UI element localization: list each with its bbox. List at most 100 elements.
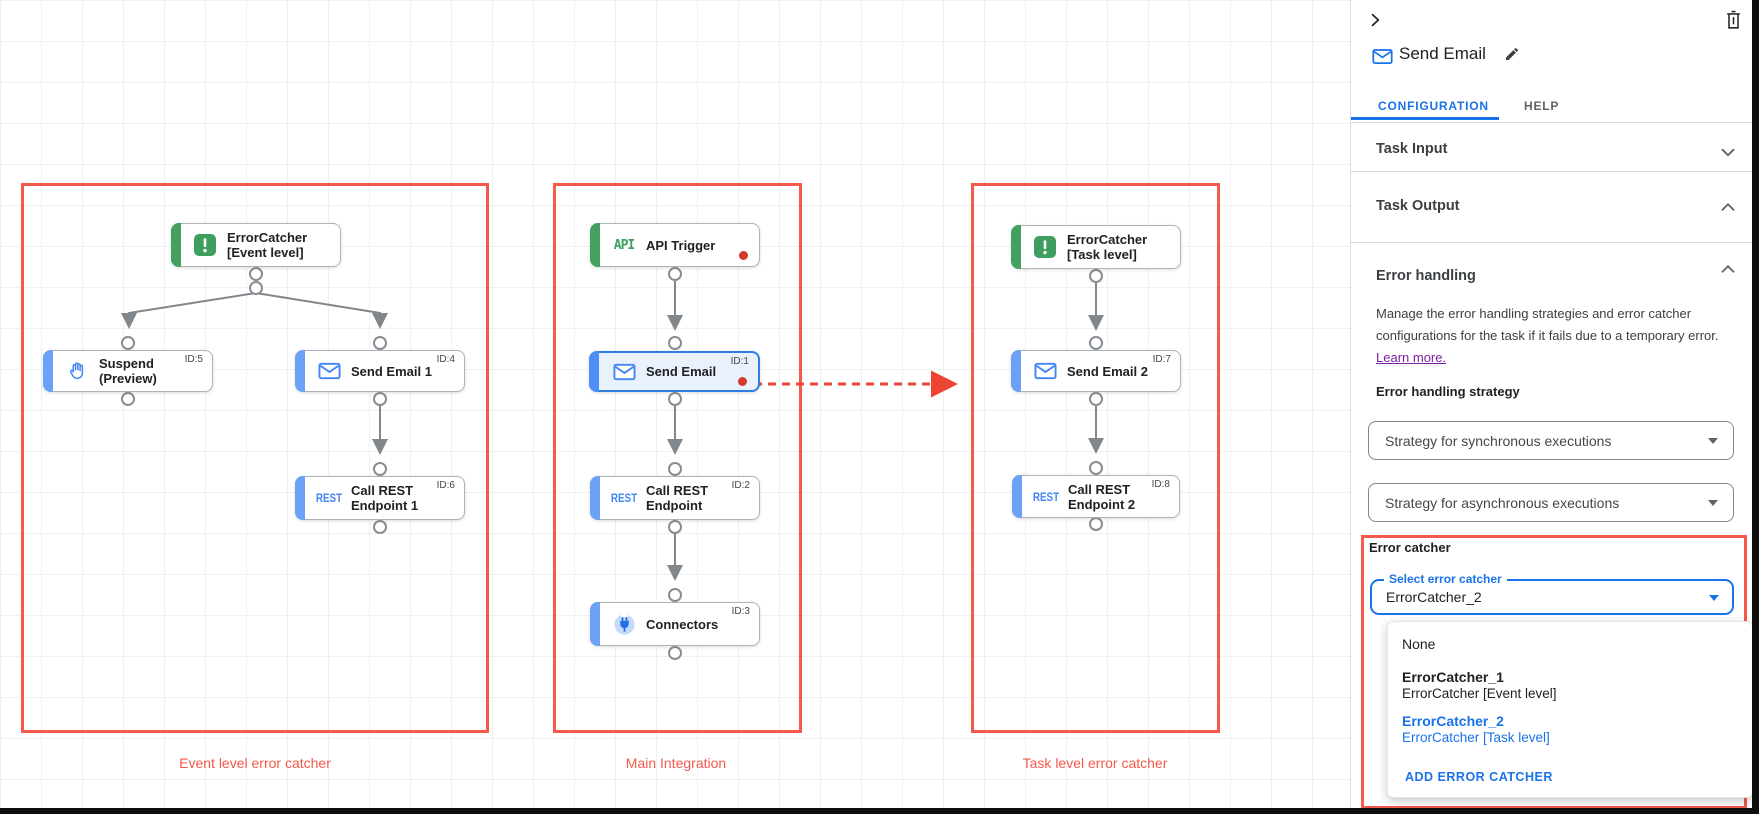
error-catcher-select-floating-label: Select error catcher xyxy=(1384,572,1507,586)
node-label: ErrorCatcher [Event level] xyxy=(227,230,308,260)
menu-option-errorcatcher-1-name[interactable]: ErrorCatcher_1 xyxy=(1402,669,1504,685)
node-label: Call REST Endpoint 1 xyxy=(351,483,419,513)
node-accent-bar xyxy=(1012,475,1022,518)
node-call-rest-endpoint[interactable]: REST Call REST Endpoint ID:2 xyxy=(590,476,760,520)
node-accent-bar xyxy=(295,476,305,520)
panel-title: Send Email xyxy=(1399,44,1486,63)
section-task-input[interactable]: Task Input xyxy=(1376,141,1448,157)
strategy-label: Error handling strategy xyxy=(1376,384,1520,399)
node-send-email-selected[interactable]: Send Email ID:1 xyxy=(589,351,760,392)
menu-option-none[interactable]: None xyxy=(1402,636,1436,652)
menu-option-errorcatcher-2-detail[interactable]: ErrorCatcher [Task level] xyxy=(1402,730,1550,745)
email-icon xyxy=(1032,362,1058,380)
email-icon xyxy=(611,363,637,381)
sync-strategy-value: Strategy for synchronous executions xyxy=(1385,432,1612,449)
async-strategy-value: Strategy for asynchronous executions xyxy=(1385,494,1620,511)
error-catcher-select[interactable]: Select error catcher ErrorCatcher_2 xyxy=(1370,572,1734,615)
error-dot xyxy=(738,377,747,386)
async-strategy-select[interactable]: Strategy for asynchronous executions xyxy=(1368,483,1734,522)
node-accent-bar xyxy=(1011,225,1021,269)
error-catcher-icon xyxy=(1032,236,1058,258)
flow-connectors xyxy=(121,267,1104,660)
error-catcher-menu: None ErrorCatcher_1 ErrorCatcher [Event … xyxy=(1387,621,1753,798)
node-label: API Trigger xyxy=(646,237,716,253)
node-call-rest-endpoint-2[interactable]: REST Call REST Endpoint 2 ID:8 xyxy=(1012,475,1180,518)
dropdown-caret-icon xyxy=(1708,500,1718,506)
node-accent-bar xyxy=(295,350,305,392)
sync-strategy-select[interactable]: Strategy for synchronous executions xyxy=(1368,421,1734,460)
node-id: ID:2 xyxy=(731,480,750,491)
node-id: ID:5 xyxy=(184,354,203,365)
caption-task-level: Task level error catcher xyxy=(1022,755,1168,771)
node-send-email-2[interactable]: Send Email 2 ID:7 xyxy=(1011,350,1181,392)
group-outline-event-level xyxy=(21,183,489,733)
node-accent-bar xyxy=(590,223,600,267)
menu-option-errorcatcher-2-name[interactable]: ErrorCatcher_2 xyxy=(1402,713,1504,729)
section-error-handling[interactable]: Error handling xyxy=(1376,268,1476,284)
description-text: Manage the error handling strategies and… xyxy=(1376,306,1719,343)
add-error-catcher-button[interactable]: ADD ERROR CATCHER xyxy=(1405,770,1553,784)
edit-title-button[interactable] xyxy=(1504,46,1520,65)
node-id: ID:4 xyxy=(436,354,455,365)
group-outline-main-integration xyxy=(553,183,802,733)
node-label: Send Email 1 xyxy=(351,363,432,379)
screen-edge xyxy=(0,808,1759,814)
tab-configuration[interactable]: CONFIGURATION xyxy=(1378,99,1489,113)
node-accent-bar xyxy=(43,350,53,392)
chevron-up-icon[interactable] xyxy=(1717,196,1739,223)
menu-option-errorcatcher-1-detail[interactable]: ErrorCatcher [Event level] xyxy=(1402,686,1557,701)
node-label: Call REST Endpoint 2 xyxy=(1068,481,1136,512)
node-label: ErrorCatcher [Task level] xyxy=(1067,232,1148,262)
section-task-output[interactable]: Task Output xyxy=(1376,198,1460,214)
node-suspend[interactable]: Suspend (Preview) ID:5 xyxy=(43,350,213,392)
node-id: ID:3 xyxy=(731,606,750,617)
tab-help[interactable]: HELP xyxy=(1524,99,1560,113)
node-errorcatcher-task-level[interactable]: ErrorCatcher [Task level] xyxy=(1011,225,1181,269)
caption-main-integration: Main Integration xyxy=(625,755,727,771)
learn-more-link[interactable]: Learn more. xyxy=(1376,350,1447,365)
node-id: ID:1 xyxy=(730,356,749,367)
node-call-rest-endpoint-1[interactable]: REST Call REST Endpoint 1 ID:6 xyxy=(295,476,465,520)
hand-icon xyxy=(64,361,90,382)
node-accent-bar xyxy=(590,602,600,646)
node-label: Send Email xyxy=(646,364,717,379)
active-tab-underline xyxy=(1351,117,1499,120)
node-accent-bar xyxy=(171,223,181,267)
node-errorcatcher-event-level[interactable]: ErrorCatcher [Event level] xyxy=(171,223,341,267)
task-config-panel: Send Email CONFIGURATION HELP Task Input… xyxy=(1350,0,1753,814)
delete-task-button[interactable] xyxy=(1724,9,1743,33)
rest-icon: REST xyxy=(315,491,343,505)
node-label: Send Email 2 xyxy=(1067,363,1148,379)
node-id: ID:7 xyxy=(1152,354,1171,365)
connectors-icon xyxy=(611,612,637,636)
rest-icon: REST xyxy=(1032,489,1060,504)
node-id: ID:8 xyxy=(1151,479,1170,490)
node-label: Connectors xyxy=(646,616,719,632)
error-catcher-label: Error catcher xyxy=(1369,540,1451,555)
chevron-down-icon[interactable] xyxy=(1717,141,1739,168)
task-type-email-icon xyxy=(1372,48,1393,70)
dropdown-caret-icon xyxy=(1708,438,1718,444)
flow-canvas[interactable]: ErrorCatcher [Event level] Suspend (Prev… xyxy=(0,0,1350,814)
collapse-panel-button[interactable] xyxy=(1365,10,1385,33)
node-label: Suspend (Preview) xyxy=(99,356,157,386)
node-id: ID:6 xyxy=(436,480,455,491)
node-api-trigger[interactable]: API API Trigger xyxy=(590,223,760,267)
node-accent-bar xyxy=(589,351,599,392)
error-dot xyxy=(739,251,748,260)
chevron-up-icon[interactable] xyxy=(1717,258,1739,285)
node-label: Call REST Endpoint xyxy=(646,483,709,513)
node-accent-bar xyxy=(1011,350,1021,392)
screen-edge xyxy=(1752,0,1759,814)
error-catcher-select-value: ErrorCatcher_2 xyxy=(1386,589,1482,605)
node-send-email-1[interactable]: Send Email 1 ID:4 xyxy=(295,350,465,392)
dropdown-caret-icon xyxy=(1709,595,1719,601)
caption-event-level: Event level error catcher xyxy=(179,755,331,771)
group-outline-task-level xyxy=(971,183,1220,733)
node-connectors[interactable]: Connectors ID:3 xyxy=(590,602,760,646)
email-icon xyxy=(316,362,342,380)
node-accent-bar xyxy=(590,476,600,520)
rest-icon: REST xyxy=(610,491,638,505)
error-catcher-icon xyxy=(192,234,218,256)
